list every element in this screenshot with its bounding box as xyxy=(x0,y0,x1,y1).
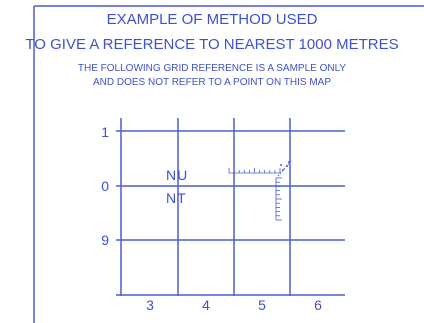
diagram-title-line-2: TO GIVE A REFERENCE TO NEAREST 1000 METR… xyxy=(25,36,399,53)
square-label-nt: NT xyxy=(166,190,187,206)
square-label-nu: NU xyxy=(166,167,188,183)
northing-label-1: 1 xyxy=(101,124,109,140)
easting-label-4: 4 xyxy=(202,297,210,313)
northing-label-9: 9 xyxy=(101,232,109,248)
sample-note-line-1: THE FOLLOWING GRID REFERENCE IS A SAMPLE… xyxy=(77,63,347,74)
northing-label-0: 0 xyxy=(101,178,109,194)
easting-label-5: 5 xyxy=(258,297,266,313)
sample-note-line-2: AND DOES NOT REFER TO A POINT ON THIS MA… xyxy=(92,77,331,88)
easting-label-6: 6 xyxy=(314,297,322,313)
reference-point-marker xyxy=(277,159,293,177)
diagram-title-line-1: EXAMPLE OF METHOD USED xyxy=(106,11,318,28)
easting-label-3: 3 xyxy=(146,297,154,313)
tenths-scale xyxy=(228,168,282,221)
